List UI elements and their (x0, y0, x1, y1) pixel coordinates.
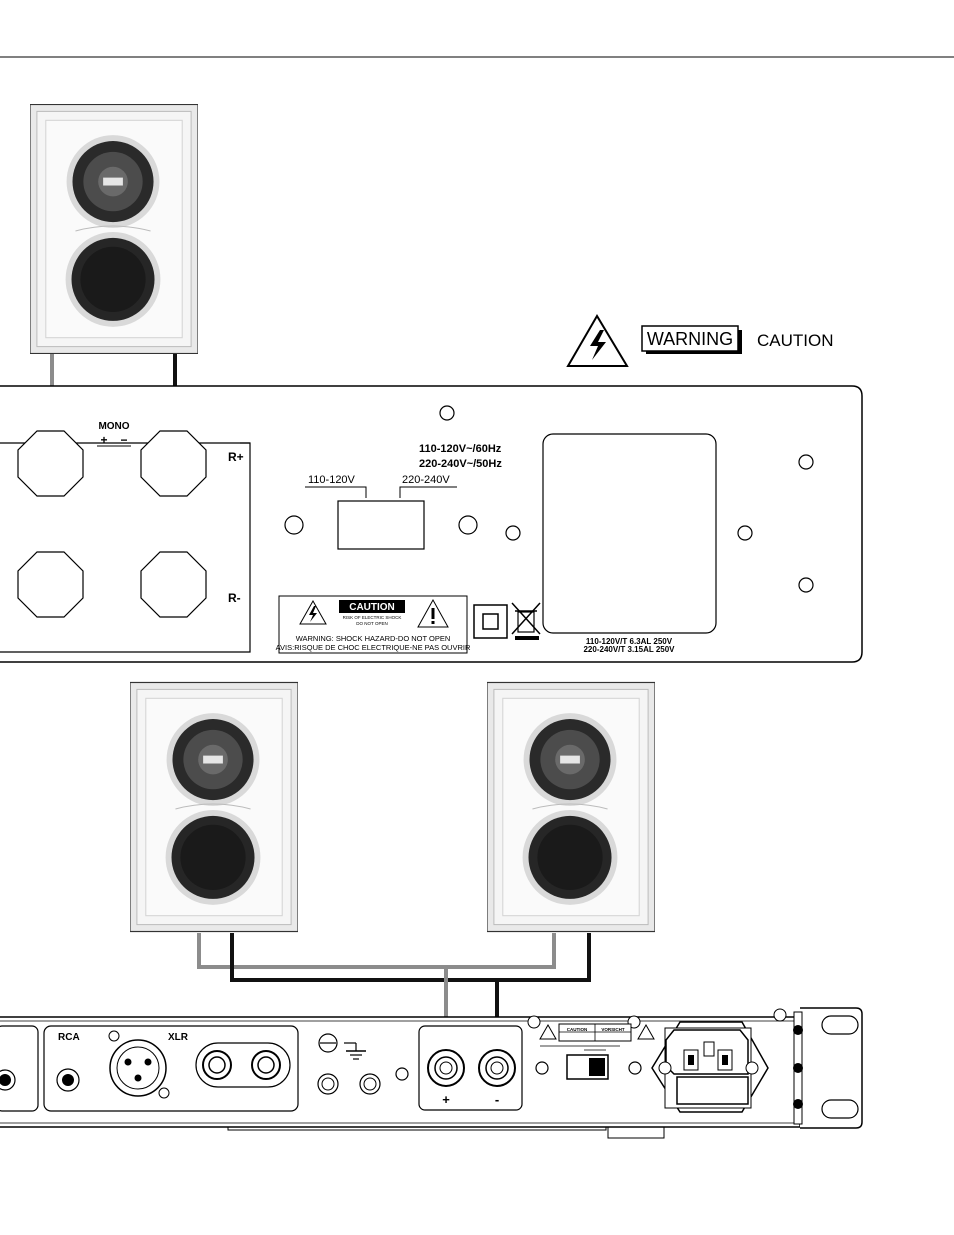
r-plus-label: R+ (228, 450, 244, 464)
output-plus-label: + (442, 1092, 450, 1107)
mono-minus-label: − (120, 433, 127, 447)
switch-label-110: 110-120V (308, 474, 356, 486)
iec-power-inlet[interactable] (651, 1021, 769, 1113)
legend-caution-label: CAUTION (757, 331, 834, 350)
warning-triangle-icon (539, 1023, 557, 1040)
output-minus-label: - (495, 1092, 499, 1107)
amplifier-rear-panel-1: MONO + − R+ R- 110-120V~/60Hz 220-240V~/… (0, 385, 863, 663)
terminal-r-plus[interactable] (140, 430, 207, 497)
terminal-l-minus[interactable] (17, 551, 84, 618)
speaker-output-panel (418, 1025, 523, 1111)
amplifier-rear-panel-2: RCA XLR (0, 1007, 863, 1139)
speaker-right (487, 681, 655, 933)
rack-slot (821, 1015, 859, 1035)
warning-legend: WARNING CAUTION (566, 314, 834, 367)
fuse-drawer[interactable] (676, 1076, 749, 1105)
speaker-top (30, 104, 198, 354)
mono-label: MONO (98, 421, 129, 432)
rack-screw-icon (793, 1063, 803, 1073)
caution-label: CAUTION RISK OF ELECTRIC SHOCK DO NOT OP… (276, 595, 471, 654)
weee-bin-icon (511, 602, 541, 640)
screw-icon (737, 525, 753, 541)
xlr-label: XLR (168, 1032, 189, 1043)
screw-icon (798, 577, 814, 593)
rack-screw-icon (793, 1099, 803, 1109)
screw-icon (284, 515, 304, 535)
rack-ear (800, 1007, 863, 1129)
rear-caution-label: CAUTION (567, 1027, 588, 1032)
screw-icon (505, 525, 521, 541)
warning-text-line-2: AVIS:RISQUE DE CHOC ELECTRIQUE-NE PAS OU… (276, 643, 471, 652)
fuse-rating-line-2: 220-240V/T 3.15AL 250V (583, 645, 675, 654)
speaker-left (130, 681, 298, 933)
warning-triangle-icon (637, 1023, 655, 1040)
r-minus-label: R- (228, 591, 241, 605)
fan-cutout (542, 433, 717, 634)
screw-icon (458, 515, 478, 535)
warning-text-line-1: WARNING: SHOCK HAZARD-DO NOT OPEN (296, 634, 451, 643)
mono-plus-label: + (100, 433, 107, 447)
ground-icon (344, 1042, 366, 1060)
terminal-l-plus[interactable] (17, 430, 84, 497)
rack-slot (821, 1099, 859, 1119)
caution-small-line-2: DO NOT OPEN (356, 621, 387, 626)
screw-icon (798, 454, 814, 470)
voltage-rating-line-1: 110-120V~/60Hz (419, 443, 502, 455)
voltage-rating-line-2: 220-240V~/50Hz (419, 458, 502, 470)
caution-title: CAUTION (349, 602, 395, 613)
rack-screw-icon (793, 1025, 803, 1035)
caution-small-line-1: RISK OF ELECTRIC SHOCK (343, 615, 402, 620)
rear-vorsicht-label: VORSICHT (601, 1027, 625, 1032)
terminal-r-minus[interactable] (140, 551, 207, 618)
rca-label: RCA (58, 1032, 80, 1043)
screw-icon (439, 405, 455, 421)
fuse-rating-line-1: 110-120V/T 6.3AL 250V (586, 637, 673, 646)
double-insulation-icon (473, 604, 508, 639)
voltage-selector-switch[interactable] (337, 500, 425, 550)
legend-warning-label: WARNING (647, 329, 733, 349)
switch-label-220: 220-240V (402, 474, 450, 486)
